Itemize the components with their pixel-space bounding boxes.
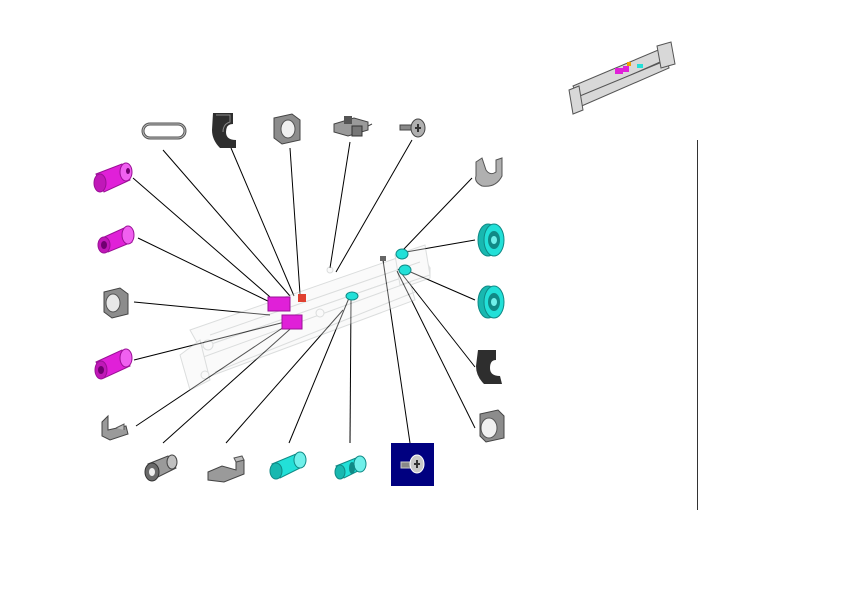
bracket-left-part[interactable] xyxy=(98,408,132,442)
vertical-divider xyxy=(697,140,698,510)
roller-icon xyxy=(269,451,307,480)
magenta-roller-2-part[interactable] xyxy=(94,220,138,260)
belt-loop-part[interactable] xyxy=(140,116,188,146)
cyan-roller-bottom-1-part[interactable] xyxy=(268,448,310,484)
cyan-gear-right-1-part[interactable] xyxy=(474,220,508,260)
c-clip-top-part[interactable] xyxy=(208,110,242,150)
gear-icon xyxy=(477,285,505,319)
screw-selected-part[interactable] xyxy=(391,443,434,486)
assembly-overview-icon xyxy=(568,41,676,115)
bushing-top-part[interactable] xyxy=(270,110,304,146)
bushing-icon xyxy=(103,287,129,319)
magenta-roller-1-part[interactable] xyxy=(92,158,136,198)
cyan-gear-right-2-part[interactable] xyxy=(474,282,508,322)
bracket-icon xyxy=(207,455,245,483)
magenta-roller-3-part[interactable] xyxy=(92,344,136,384)
c-clip-icon xyxy=(212,113,236,148)
roller-icon xyxy=(93,162,133,193)
bracket-icon xyxy=(101,414,129,441)
assembly-thumbnail[interactable] xyxy=(553,6,680,134)
gray-roller-bottom-part[interactable] xyxy=(142,450,182,486)
cyan-gear-bottom-part[interactable] xyxy=(332,450,372,484)
screw-top-part[interactable] xyxy=(398,116,428,140)
bracket-bottom-part[interactable] xyxy=(206,452,248,484)
roller-icon xyxy=(97,225,135,254)
gear-icon xyxy=(334,455,367,480)
bushing-icon xyxy=(273,113,301,145)
e-ring-right-part[interactable] xyxy=(472,156,504,190)
bushing-right-part[interactable] xyxy=(474,408,506,444)
gear-icon xyxy=(477,223,505,257)
roller-icon xyxy=(94,348,133,380)
bushing-icon xyxy=(479,409,505,443)
c-clip-icon xyxy=(476,350,502,384)
screw-icon xyxy=(400,454,425,474)
roller-icon xyxy=(144,454,178,482)
screw-icon xyxy=(399,118,426,138)
bushing-left-part[interactable] xyxy=(100,286,132,320)
bracket-icon xyxy=(333,116,373,137)
e-ring-icon xyxy=(475,157,503,187)
c-clip-right-part[interactable] xyxy=(474,346,506,386)
belt-loop-icon xyxy=(141,122,187,140)
sensor-bracket-part[interactable] xyxy=(330,112,374,144)
